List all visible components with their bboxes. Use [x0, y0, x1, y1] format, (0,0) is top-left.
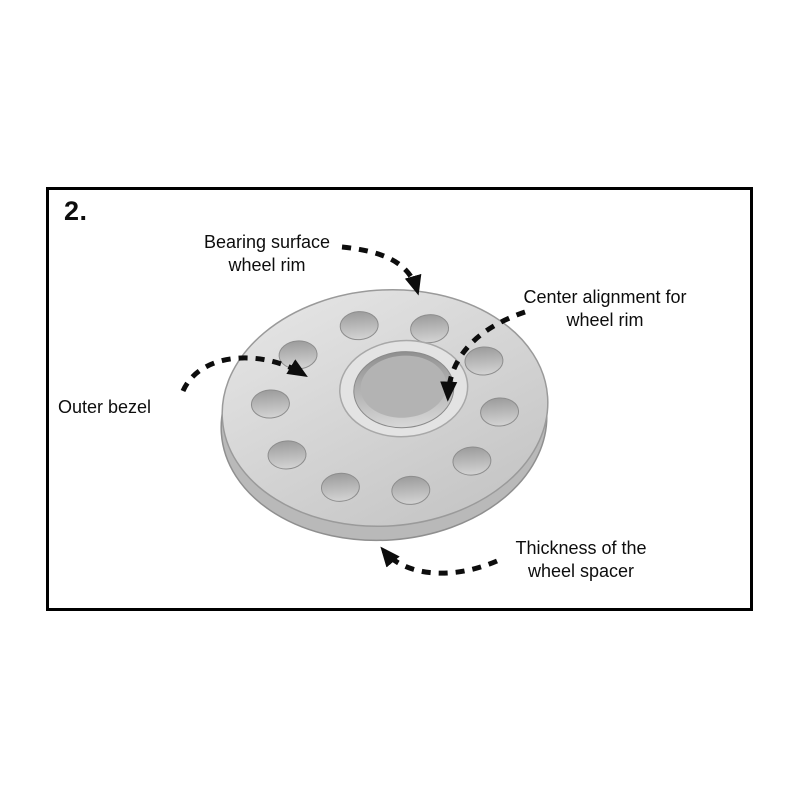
bolt-hole — [320, 472, 360, 502]
bearing-surface-label: Bearing surface wheel rim — [203, 232, 331, 275]
outer-bezel-label: Outer bezel — [58, 397, 152, 417]
arrow-thickness-icon — [380, 546, 498, 576]
bolt-hole — [267, 440, 307, 470]
arrow-center-alignment-icon — [440, 309, 526, 402]
step-number: 2. — [64, 196, 88, 226]
bolt-hole — [464, 346, 504, 376]
arrow-bearing-surface-icon — [341, 244, 422, 296]
bolt-hole — [480, 397, 520, 427]
bolt-hole — [339, 311, 379, 341]
center-bore-opening — [360, 355, 447, 418]
annotation-arrows — [180, 244, 526, 576]
bolt-hole — [452, 446, 492, 476]
wheel-spacer-disc — [220, 288, 549, 542]
thickness-label: Thickness of the wheel spacer — [515, 538, 647, 581]
center-alignment-label: Center alignment for wheel rim — [523, 287, 687, 330]
bolt-hole — [410, 314, 450, 344]
bolt-hole — [391, 475, 431, 505]
bolt-holes — [250, 311, 520, 505]
bolt-hole — [250, 389, 290, 419]
